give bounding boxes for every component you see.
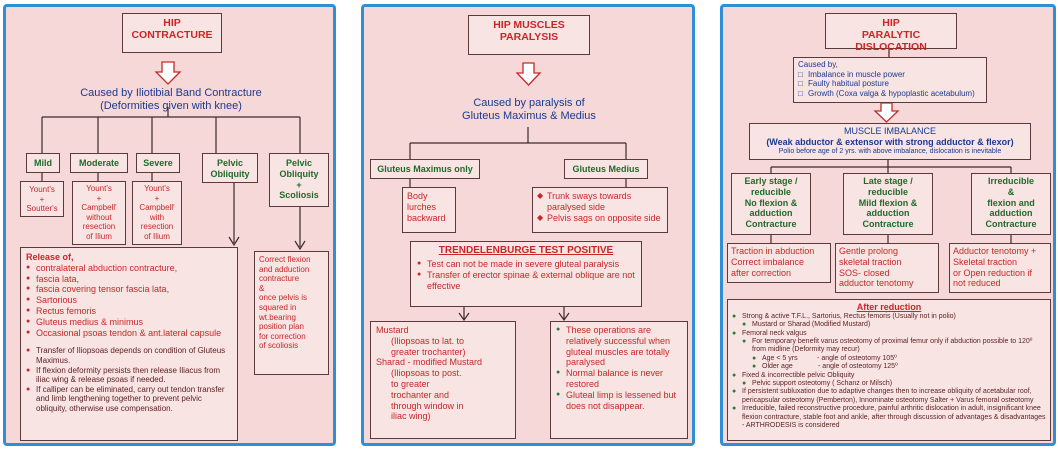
p1-release-item: contralateral abduction contracture, — [26, 263, 232, 274]
p3-cause-item: Growth (Coxa valga & hypoplastic acetabu… — [798, 89, 982, 99]
p3-after-item: Femoral neck valgus — [732, 330, 1046, 339]
p3-after-reduction-list: Strong & active T.F.L., Sartorius, Rectu… — [732, 313, 1046, 431]
p1-release-item: fascia lata, — [26, 274, 232, 285]
p3-after-item: Irreducible, failed reconstructive proce… — [732, 405, 1046, 430]
p2-mustard-detail: Mustard (Iliopsoas to lat. to greater tr… — [370, 321, 516, 439]
p2-trendelenburg-box: TRENDELENBURGE TEST POSITIVE Test can no… — [410, 241, 642, 307]
p3-irreducible-detail: Adductor tenotomy + Skeletal traction or… — [949, 243, 1051, 293]
p3-after-item: Strong & active T.F.L., Sartorius, Rectu… — [732, 313, 1046, 322]
p3-imbalance-title: MUSCLE IMBALANCE — [843, 126, 937, 136]
p2-title: HIP MUSCLES PARALYSIS — [468, 15, 590, 55]
p2-gmax-detail: Body lurches backward — [402, 187, 456, 233]
p3-early-stage-box: Early stage / reducible No flexion & add… — [731, 173, 811, 235]
p2-trend-item: Transfer of erector spinae & external ob… — [417, 270, 635, 292]
p2-operations-list: These operations are relatively successf… — [556, 325, 682, 411]
p2-gmed-item: Trunk sways towards paralysed side — [537, 191, 663, 213]
panel-hip-paralytic-dislocation: HIP PARALYTIC DISLOCATION Caused by, Imb… — [720, 4, 1056, 446]
p2-gluteus-medius-box: Gluteus Medius — [564, 159, 648, 179]
p1-severe-box: Severe — [136, 153, 180, 173]
p2-gluteus-maximus-box: Gluteus Maximus only — [370, 159, 480, 179]
p3-imbalance-subtitle: (Weak abductor & extensor with strong ad… — [766, 136, 1014, 147]
p2-gmed-detail: Trunk sways towards paralysed side Pelvi… — [532, 187, 668, 233]
p1-scoliosis-detail: Correct flexion and adduction contractur… — [254, 251, 329, 375]
p1-release-box: Release of, contralateral abduction cont… — [20, 247, 238, 441]
p3-after-reduction-box: After reduction Strong & active T.F.L., … — [727, 299, 1051, 441]
p1-release-item: Rectus femoris — [26, 306, 232, 317]
p3-after-item: Age < 5 yrs - angle of osteotomy 105º — [752, 355, 1046, 364]
p3-after-item: Pelvic support osteotomy ( Schanz or Mil… — [742, 380, 1046, 389]
p2-operations-detail: These operations are relatively successf… — [550, 321, 688, 439]
p2-cause-text: Caused by paralysis of Gluteus Maximus &… — [462, 97, 596, 122]
p1-release-title: Release of, — [26, 252, 74, 262]
p3-causes-list: Imbalance in muscle power Faulty habitua… — [798, 70, 982, 99]
p1-release-item: Occasional psoas tendon & ant.lateral ca… — [26, 328, 232, 339]
p1-note-item: Transfer of Iliopsoas depends on conditi… — [26, 346, 232, 365]
p1-release-item: Sartorious — [26, 295, 232, 306]
p3-after-reduction-title: After reduction — [856, 302, 922, 312]
p1-moderate-box: Moderate — [70, 153, 128, 173]
p3-late-stage-box: Late stage / reducible Mild flexion & ad… — [843, 173, 933, 235]
p1-cause-text: Caused by Iliotibial Band Contracture (D… — [80, 87, 262, 112]
p1-connector-lines — [41, 61, 306, 251]
p1-notes-list: Transfer of Iliopsoas depends on conditi… — [26, 346, 232, 413]
panel-hip-muscles-paralysis: HIP MUSCLES PARALYSIS Caused by paralysi… — [361, 4, 695, 446]
p1-note-item: If flexion deformity persists then relea… — [26, 366, 232, 385]
p3-after-item: Fixed & incorrectible pelvic Obliquity — [732, 372, 1046, 381]
p2-operation-item: Gluteal limp is lessened but does not di… — [556, 390, 682, 412]
p3-cause-item: Faulty habitual posture — [798, 79, 982, 89]
p3-title: HIP PARALYTIC DISLOCATION — [825, 13, 957, 53]
p1-release-item: fascia covering tensor fascia lata, — [26, 284, 232, 295]
p3-after-item: If persistent subluxation due to adaptiv… — [732, 388, 1046, 405]
p1-mild-box: Mild — [26, 153, 60, 173]
p2-gmed-list: Trunk sways towards paralysed side Pelvi… — [537, 191, 663, 223]
p3-connector-lines — [770, 49, 1012, 243]
p3-after-item: Mustard or Sharad (Modified Mustard) — [742, 321, 1046, 330]
p2-gmed-item: Pelvis sags on opposite side — [537, 213, 663, 224]
p3-muscle-imbalance-box: MUSCLE IMBALANCE (Weak abductor & extens… — [749, 123, 1031, 160]
p1-note-item: If calliper can be eliminated, carry out… — [26, 385, 232, 414]
p3-imbalance-note: Polio before age of 2 yrs. with above im… — [778, 147, 1002, 155]
p3-early-detail: Traction in abduction Correct imbalance … — [727, 243, 831, 283]
p1-release-list: contralateral abduction contracture, fas… — [26, 263, 232, 339]
p1-mild-detail: Yount's + Soutter's — [20, 181, 64, 217]
p2-connector-lines — [409, 62, 627, 322]
p2-operation-item: These operations are relatively successf… — [556, 325, 682, 368]
p1-title: HIP CONTRACTURE — [122, 13, 222, 53]
p1-pelvic-obliquity-scoliosis-box: Pelvic Obliquity + Scoliosis — [269, 153, 329, 207]
p2-trend-item: Test can not be made in severe gluteal p… — [417, 259, 635, 270]
p3-cause-item: Imbalance in muscle power — [798, 70, 982, 80]
panel-hip-contracture: HIP CONTRACTURE Caused by Iliotibial Ban… — [3, 4, 336, 446]
p3-causes-box: Caused by, Imbalance in muscle power Fau… — [793, 57, 987, 103]
p2-trendelenburg-title: TRENDELENBURGE TEST POSITIVE — [438, 245, 614, 256]
p1-severe-detail: Yount's + Campbell' with resection of Il… — [132, 181, 182, 245]
p1-moderate-detail: Yount's + Campbell' without resection of… — [72, 181, 126, 245]
p3-irreducible-box: Irreducible & flexion and adduction Cont… — [971, 173, 1051, 235]
p3-after-item: Older age - angle of osteotomy 125º — [752, 363, 1046, 372]
p2-trendelenburg-list: Test can not be made in severe gluteal p… — [417, 259, 635, 291]
p1-release-item: Gluteus medius & minimus — [26, 317, 232, 328]
p2-operation-item: Normal balance is never restored — [556, 368, 682, 390]
p1-pelvic-obliquity-box: Pelvic Obliquity — [202, 153, 258, 183]
p3-caused-by-label: Caused by, — [798, 60, 838, 69]
p3-late-detail: Gentle prolong skeletal traction SOS- cl… — [835, 243, 939, 293]
p3-after-item: For temporary benefit varus osteotomy of… — [742, 338, 1046, 355]
